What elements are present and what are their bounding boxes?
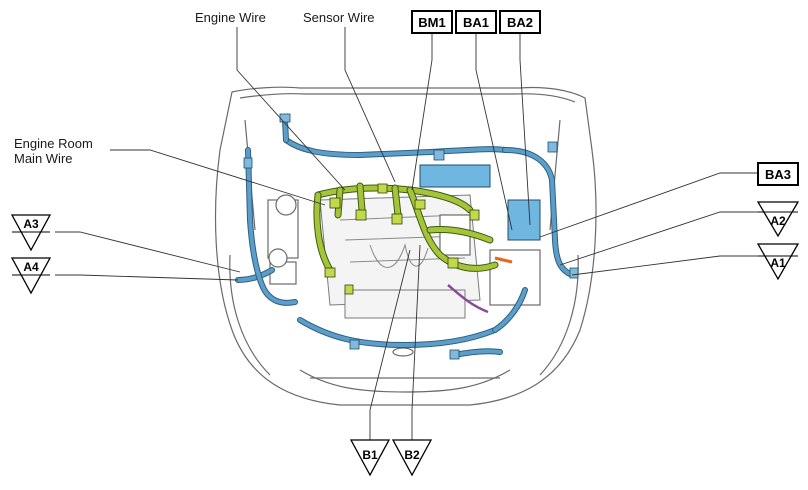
accent-wires xyxy=(447,256,513,314)
sensor-wire-label: Sensor Wire xyxy=(303,10,375,25)
connector-b1-label: B1 xyxy=(362,448,378,462)
connector-b1: B1 xyxy=(349,439,391,477)
fuse-block xyxy=(507,199,541,241)
connector-a3: A3 xyxy=(10,214,52,252)
connector-a4: A4 xyxy=(10,257,52,295)
connector-b2: B2 xyxy=(391,439,433,477)
connector-a1-label: A1 xyxy=(770,256,786,270)
connector-a2: A2 xyxy=(756,201,800,238)
connector-bm1: BM1 xyxy=(411,10,453,34)
engine-wire-harness xyxy=(313,182,499,295)
connector-a3-label: A3 xyxy=(23,217,39,231)
connector-b2-label: B2 xyxy=(404,448,420,462)
connector-ba3: BA3 xyxy=(757,162,799,186)
relay-block xyxy=(419,164,491,188)
connector-ba1: BA1 xyxy=(455,10,497,34)
engine-room-main-wire-label-line2: Main Wire xyxy=(14,151,73,166)
connector-ba2-label: BA2 xyxy=(507,15,533,30)
connector-a4-label: A4 xyxy=(23,260,39,274)
engine-block xyxy=(267,194,541,319)
connector-ba2: BA2 xyxy=(499,10,541,34)
connector-bm1-label: BM1 xyxy=(418,15,445,30)
connector-a1: A1 xyxy=(756,243,800,281)
connector-ba3-label: BA3 xyxy=(765,167,791,182)
connector-ba1-label: BA1 xyxy=(463,15,489,30)
engine-wire-label: Engine Wire xyxy=(195,10,266,25)
leader-lines xyxy=(55,27,758,440)
engine-room-main-wire-harness xyxy=(235,113,579,360)
connector-a2-label: A2 xyxy=(770,214,786,228)
engine-room-main-wire-label-line1: Engine Room xyxy=(14,136,93,151)
